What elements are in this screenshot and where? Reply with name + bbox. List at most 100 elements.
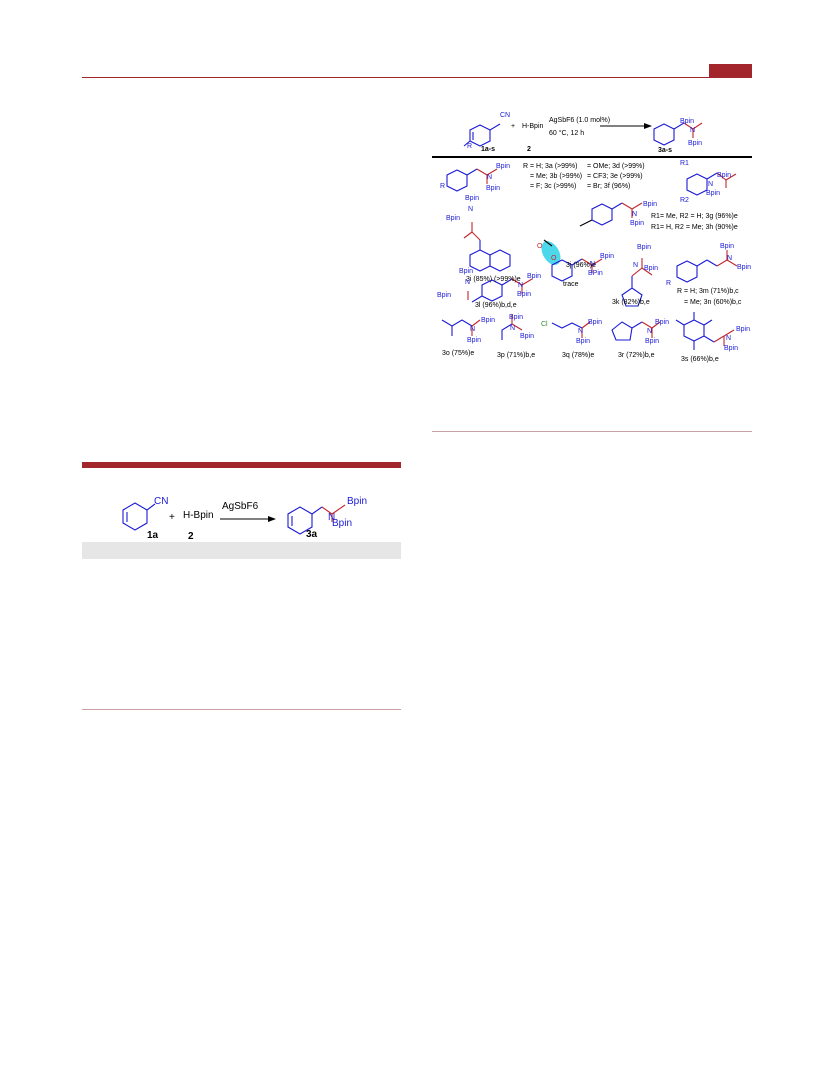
3m-n: N <box>727 255 733 262</box>
left-title-bar <box>82 462 401 468</box>
3l-bpin-r2: Bpin <box>517 291 532 298</box>
row3-a: = F; 3c (>99%) <box>530 183 577 190</box>
left-reagent-num: 2 <box>188 531 194 542</box>
3l-bpin-r1: Bpin <box>527 273 542 280</box>
3j-o1: O <box>537 243 543 250</box>
left-n: N <box>328 512 336 523</box>
left-reactant-num: 1a <box>147 530 159 541</box>
table-header-row <box>82 542 401 559</box>
3a-n: N <box>487 174 493 181</box>
3r-n: N <box>647 328 653 335</box>
3p-n: N <box>510 325 516 332</box>
3i-label: 3i (85%) (>99%)e <box>466 276 521 283</box>
3s-n: N <box>726 335 732 342</box>
3q-label: 3q (78%)e <box>562 352 595 359</box>
gh-line2: R1= H, R2 = Me; 3h (90%)e <box>651 224 738 231</box>
3p-label: 3p (71%)b,e <box>497 352 536 359</box>
3o-n: N <box>470 326 476 333</box>
plus-sign: + <box>511 123 516 130</box>
3i-n: N <box>468 206 474 213</box>
3g-bpin1: Bpin <box>717 172 732 179</box>
3l-n-right: N <box>518 282 524 289</box>
left-plus: + <box>169 512 175 523</box>
3j-bpin1: Bpin <box>643 201 658 208</box>
3q-bpin1: Bpin <box>588 319 603 326</box>
3l-n-left: N <box>465 279 471 286</box>
3j-n: N <box>632 211 638 218</box>
3k-label: 3k (82%)b,e <box>612 299 650 306</box>
top-r-label: R <box>467 143 473 150</box>
left-footer-rule <box>82 709 401 710</box>
left-cn-label: CN <box>154 496 169 507</box>
prod-n: N <box>690 127 696 134</box>
3p-bpin1: Bpin <box>509 314 524 321</box>
row1-a: R = H; 3a (>99%) <box>523 163 578 170</box>
3a-bpin2: Bpin <box>486 185 501 192</box>
3o-label: 3o (75%)e <box>442 350 475 357</box>
scheme-rule <box>432 156 752 158</box>
3j-label: 3j (96%)e <box>566 262 596 269</box>
3q-n: N <box>578 328 584 335</box>
3i-bpin-top: Bpin <box>465 195 480 202</box>
3s-bpin2: Bpin <box>724 345 739 352</box>
3g-bpin2: Bpin <box>706 190 721 197</box>
reagent-num: 2 <box>527 146 531 153</box>
row2-a: = Me; 3b (>99%) <box>530 173 583 180</box>
right-footer-rule <box>432 431 752 432</box>
3j-bpin2: Bpin <box>630 220 645 227</box>
reactant-1-label: 1a-s <box>481 146 496 153</box>
3m-r: R <box>666 280 672 287</box>
top-equation-drawing <box>463 122 703 147</box>
header-tab <box>709 64 752 77</box>
left-reagent: H-Bpin <box>183 510 214 521</box>
3l-bpin-left: Bpin <box>437 292 452 299</box>
3m-label: R = H; 3m (71%)b,c <box>677 288 739 295</box>
prod-bpin1: Bpin <box>680 118 695 125</box>
conditions-label: 60 °C, 12 h <box>549 130 585 137</box>
3a-r: R <box>440 183 446 190</box>
3g-r2: R2 <box>680 197 689 204</box>
py-bpin1: Bpin <box>600 253 615 260</box>
3q-cl: Cl <box>541 321 548 328</box>
model-reaction-drawing <box>122 502 346 535</box>
3s-label: 3s (66%)b,e <box>681 356 719 363</box>
3l-label: 3l (96%)b,d,e <box>475 302 517 309</box>
header-rule <box>82 77 752 78</box>
reagent-label: H-Bpin <box>522 123 544 130</box>
scope-drawings <box>441 168 738 350</box>
3r-bpin2: Bpin <box>645 338 660 345</box>
product-label: 3a-s <box>658 147 673 154</box>
3l-bpin-top: Bpin <box>459 268 474 275</box>
3a-bpin1: Bpin <box>496 163 511 170</box>
left-bpin2: Bpin <box>332 518 353 529</box>
py-n: N <box>590 261 596 268</box>
3o-bpin2: Bpin <box>467 337 482 344</box>
3r-bpin1: Bpin <box>655 319 670 326</box>
row3-b: = Br; 3f (96%) <box>587 183 631 190</box>
left-catalyst: AgSbF6 <box>222 501 259 512</box>
3j-o2: O <box>551 255 557 262</box>
3g-n: N <box>708 181 714 188</box>
3m-bpin2: Bpin <box>737 264 752 271</box>
3k-n: N <box>633 262 639 269</box>
row2-b: = CF3; 3e (>99%) <box>587 173 643 180</box>
left-bpin1: Bpin <box>347 496 368 507</box>
3g-r1: R1 <box>680 160 689 167</box>
py-bpin2: BPin <box>588 270 603 277</box>
gh-line1: R1= Me, R2 = H; 3g (96%)e <box>651 213 738 220</box>
3o-bpin1: Bpin <box>481 317 496 324</box>
prod-bpin2: Bpin <box>688 140 703 147</box>
3s-bpin1: Bpin <box>736 326 751 333</box>
trace-label: trace <box>563 281 579 288</box>
row1-b: = OMe; 3d (>99%) <box>587 163 645 170</box>
3n-label: = Me; 3n (60%)b,c <box>684 299 742 306</box>
3k-bpin2: Bpin <box>644 265 659 272</box>
3p-bpin2: Bpin <box>520 333 535 340</box>
3q-bpin2: Bpin <box>576 338 591 345</box>
top-cn-label: CN <box>500 112 511 119</box>
catalyst-label: AgSbF6 (1.0 mol%) <box>549 117 611 124</box>
3i-bpin-left: Bpin <box>446 215 461 222</box>
3r-label: 3r (72%)b,e <box>618 352 655 359</box>
3m-bpin1: Bpin <box>720 243 735 250</box>
left-product-num: 3a <box>306 529 318 540</box>
